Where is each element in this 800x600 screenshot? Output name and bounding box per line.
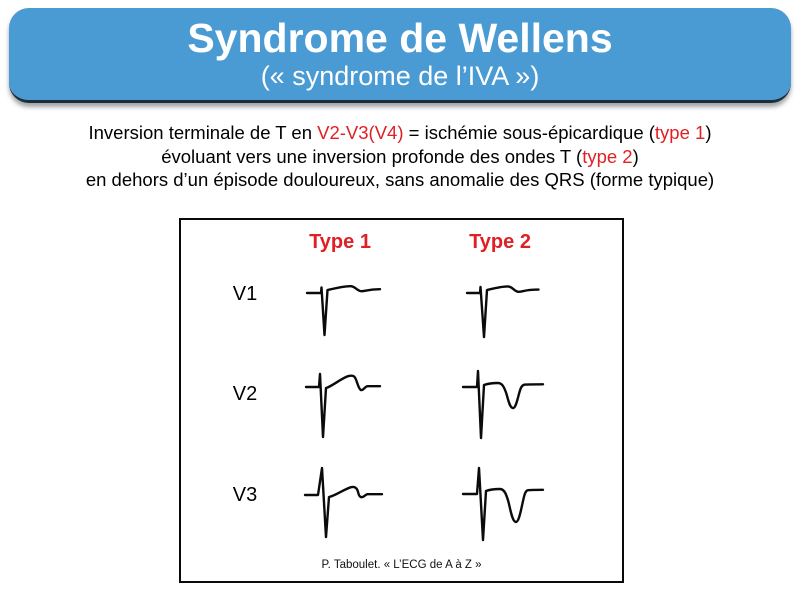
intro-line-2: évoluant vers une inversion profonde des…: [0, 145, 800, 169]
header-banner: Syndrome de Wellens (« syndrome de l’IVA…: [9, 8, 791, 103]
intro-line1-highlight-leads: V2-V3(V4): [317, 122, 404, 143]
row-label-v2: V2: [232, 383, 258, 405]
intro-line1-seg: ): [705, 122, 712, 143]
ecg-trace-v2-type2: [457, 355, 547, 450]
column-label-type2: Type 2: [469, 231, 531, 253]
ecg-path-v3-type1: [303, 466, 384, 539]
intro-line1-highlight-type1: type 1: [654, 122, 706, 143]
intro-line1-seg: = ischémie sous-épicardique (: [403, 122, 655, 143]
intro-text: Inversion terminale de T en V2-V3(V4) = …: [0, 121, 800, 192]
ecg-trace-v1-type2: [460, 265, 545, 350]
intro-line-1: Inversion terminale de T en V2-V3(V4) = …: [0, 121, 800, 145]
ecg-path-v1-type1: [305, 284, 382, 337]
intro-line1-seg: Inversion terminale de T en: [88, 122, 318, 143]
ecg-trace-v3-type1: [302, 458, 387, 558]
intro-line2-seg: évoluant vers une inversion profonde des…: [161, 145, 583, 167]
intro-line2-highlight-type2: type 2: [582, 145, 633, 167]
ecg-path-v2-type1: [304, 372, 382, 439]
intro-line-3: en dehors d’un épisode douloureux, sans …: [85, 169, 715, 191]
slide-title: Syndrome de Wellens: [187, 14, 613, 61]
ecg-trace-v3-type2: [457, 458, 547, 558]
ecg-trace-v1-type1: [302, 265, 387, 350]
intro-line2-seg: ): [632, 145, 639, 167]
ecg-path-v2-type2: [461, 369, 545, 440]
slide-subtitle: (« syndrome de l’IVA »): [260, 61, 540, 92]
ecg-trace-v2-type1: [302, 355, 387, 450]
ecg-figure-box: Type 1 Type 2 V1 V2 V3 P. Taboulet. « L’…: [179, 218, 624, 583]
figure-citation: P. Taboulet. « L’ECG de A à Z »: [321, 559, 482, 571]
column-label-type1: Type 1: [309, 231, 371, 253]
row-label-v1: V1: [232, 283, 258, 305]
ecg-path-v3-type2: [461, 466, 545, 542]
ecg-path-v1-type2: [465, 285, 540, 339]
row-label-v3: V3: [232, 484, 258, 506]
